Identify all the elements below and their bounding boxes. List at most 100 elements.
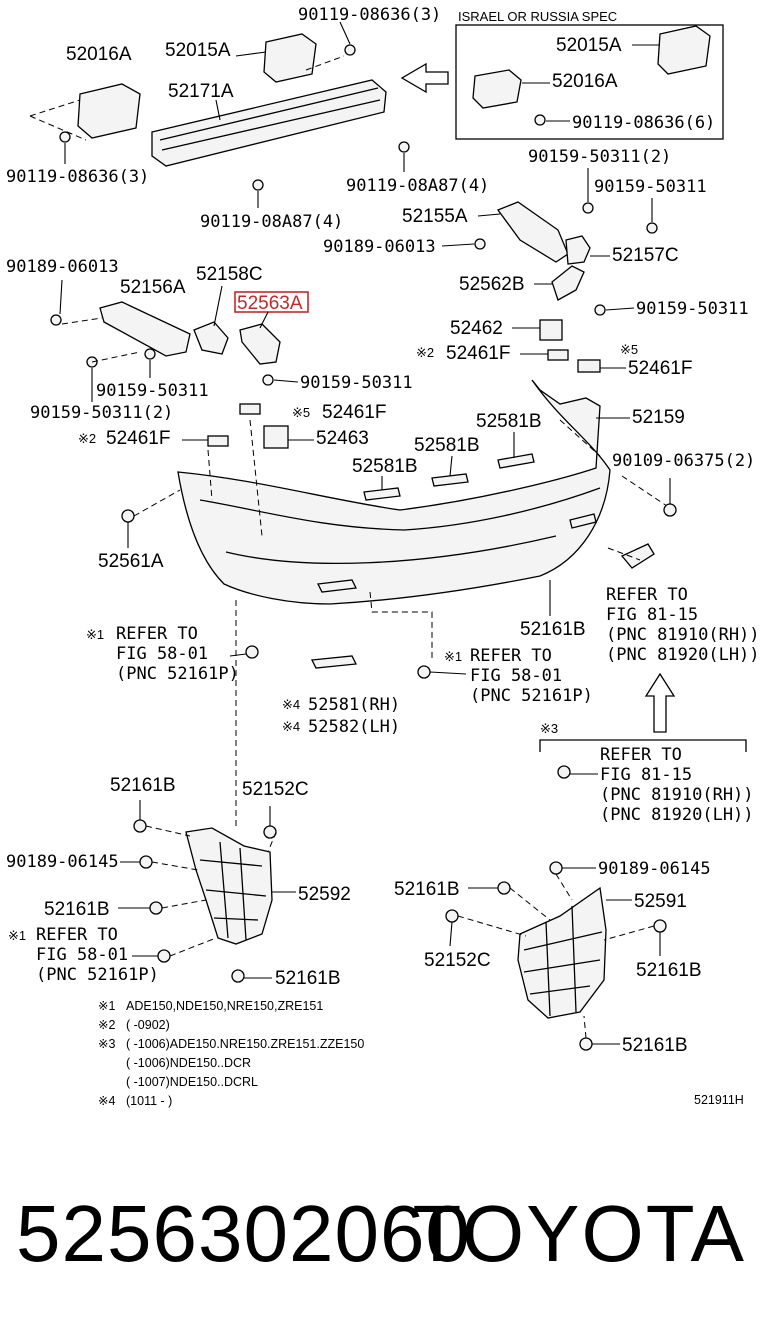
- clip-90189-r-icon: [474, 238, 486, 250]
- bracket-52157C-shape: [565, 235, 591, 265]
- label-52591[interactable]: 52591: [634, 891, 687, 912]
- label-52161B-mid[interactable]: 52161B: [520, 619, 586, 640]
- label-52161B-r2[interactable]: 52161B: [636, 960, 702, 981]
- label-inset-52015A[interactable]: 52015A: [556, 35, 622, 56]
- pnc-52161P-lower: (PNC 52161P): [36, 965, 159, 985]
- reflector-lower-r-shape: [569, 513, 597, 529]
- label-52562B[interactable]: 52562B: [459, 274, 525, 295]
- note-6-mark: ※4: [98, 1094, 115, 1108]
- clip-90189-06145-r-icon: [549, 861, 563, 875]
- mark-2-left: ※2: [78, 431, 96, 446]
- label-52016A[interactable]: 52016A: [66, 44, 132, 65]
- bolt-r1-icon: [398, 141, 410, 153]
- fig-81-15-right-2: FIG 81-15: [600, 765, 692, 785]
- mark-3: ※3: [540, 721, 558, 736]
- label-90159-50311-r1[interactable]: 90159-50311: [594, 177, 707, 197]
- label-90119-08A87-4-b[interactable]: 90119-08A87(4): [200, 212, 343, 232]
- label-52461F-mid[interactable]: 52461F: [322, 402, 386, 423]
- label-52161B-r3[interactable]: 52161B: [622, 1035, 688, 1056]
- label-52461F-left[interactable]: 52461F: [106, 428, 170, 449]
- label-52155A[interactable]: 52155A: [402, 206, 468, 227]
- pad-52463-shape: [263, 425, 289, 449]
- label-90159-50311-m2[interactable]: 90159-50311: [300, 373, 413, 393]
- clip-52161B-l2-icon: [231, 969, 245, 983]
- label-inset-52016A[interactable]: 52016A: [552, 71, 618, 92]
- pnc-81910-right-2: (PNC 81910(RH)): [600, 785, 754, 805]
- inset-box: [455, 24, 724, 140]
- label-52581-RH[interactable]: 52581(RH): [308, 695, 400, 715]
- notes-block: ※1 ADE150,NDE150,NRE150,ZRE151 ※2 ( -090…: [98, 999, 364, 1108]
- label-90159-50311-2-l[interactable]: 90159-50311(2): [30, 403, 173, 423]
- label-52461F-top[interactable]: 52461F: [446, 343, 510, 364]
- label-90119-08636-3-left[interactable]: 90119-08636(3): [6, 167, 149, 187]
- label-52161B-l2[interactable]: 52161B: [275, 968, 341, 989]
- clip-center-icon: [417, 665, 431, 679]
- clip-52161B-l1-icon: [149, 901, 163, 915]
- pnc-52161P-left: (PNC 52161P): [116, 664, 239, 684]
- mark-5-right: ※5: [620, 342, 638, 357]
- pad-52461F-right-shape: [577, 359, 601, 373]
- retainer-52563A-shape: [239, 323, 281, 365]
- label-90109-06375-2[interactable]: 90109-06375(2): [612, 451, 755, 471]
- label-52592[interactable]: 52592: [298, 884, 351, 905]
- label-52161B-r1[interactable]: 52161B: [394, 879, 460, 900]
- note-1-text: ADE150,NDE150,NRE150,ZRE151: [126, 999, 323, 1013]
- label-52015A[interactable]: 52015A: [165, 40, 231, 61]
- label-52159[interactable]: 52159: [632, 407, 685, 428]
- label-90159-50311-2-top[interactable]: 90159-50311(2): [528, 147, 671, 167]
- label-90159-50311-r2[interactable]: 90159-50311: [636, 299, 749, 319]
- note-3-text: ( -1006)ADE150.NRE150.ZRE151.ZZE150: [126, 1037, 364, 1051]
- fig-81-15-right-1: FIG 81-15: [606, 605, 698, 625]
- label-52563A[interactable]: 52563A: [237, 293, 303, 314]
- label-52158C[interactable]: 52158C: [196, 264, 263, 285]
- label-52581B-c[interactable]: 52581B: [352, 456, 418, 477]
- mark-1-center: ※1: [444, 649, 462, 664]
- label-90189-06145-l[interactable]: 90189-06145: [6, 852, 119, 872]
- note-2-mark: ※2: [98, 1018, 115, 1032]
- label-52152C-l[interactable]: 52152C: [242, 779, 309, 800]
- clip-52161B-r3-icon: [579, 1037, 593, 1051]
- reflector-52581B-a-shape: [497, 453, 535, 469]
- reflector-52581B-c-shape: [363, 487, 401, 501]
- bolt-r1b-icon: [646, 222, 658, 234]
- label-52462[interactable]: 52462: [450, 318, 503, 339]
- inset-bolt-icon: [534, 114, 546, 126]
- bracket-52155A-shape: [496, 201, 569, 263]
- bracket-52156A-shape: [99, 301, 191, 357]
- bolt-m2-icon: [262, 374, 274, 386]
- label-52561A[interactable]: 52561A: [98, 551, 164, 572]
- inset-title: ISRAEL OR RUSSIA SPEC: [458, 9, 617, 24]
- mark-2-top: ※2: [416, 345, 434, 360]
- label-52161B-l1[interactable]: 52161B: [44, 899, 110, 920]
- label-52152C-r[interactable]: 52152C: [424, 950, 491, 971]
- label-52461F-right[interactable]: 52461F: [628, 358, 692, 379]
- clip-refer-lower-icon: [157, 949, 171, 963]
- clip-52161B-r2-icon: [653, 919, 667, 933]
- label-52581B-b[interactable]: 52581B: [414, 435, 480, 456]
- clip-52161B-ml-icon: [133, 819, 147, 833]
- label-52582-LH[interactable]: 52582(LH): [308, 717, 400, 737]
- label-90189-06013-l[interactable]: 90189-06013: [6, 257, 119, 277]
- bolt-81-icon: [557, 765, 571, 779]
- arrow-left-icon: [400, 62, 449, 94]
- label-inset-90119-08636-6[interactable]: 90119-08636(6): [572, 113, 715, 133]
- label-52157C[interactable]: 52157C: [612, 245, 679, 266]
- note-1-mark: ※1: [98, 999, 115, 1013]
- label-90119-08636-3-top[interactable]: 90119-08636(3): [298, 5, 441, 25]
- label-52581B-a[interactable]: 52581B: [476, 411, 542, 432]
- pnc-81920-right-2: (PNC 81920(LH)): [600, 805, 754, 825]
- pad-52462-shape: [539, 319, 563, 341]
- label-90189-06013-r[interactable]: 90189-06013: [323, 237, 436, 257]
- label-90189-06145-r[interactable]: 90189-06145: [598, 859, 711, 879]
- label-90159-50311-m1[interactable]: 90159-50311: [96, 381, 209, 401]
- inset-bracket-52015A-shape: [657, 25, 711, 75]
- label-52156A[interactable]: 52156A: [120, 277, 186, 298]
- label-52463[interactable]: 52463: [316, 428, 369, 449]
- label-52171A[interactable]: 52171A: [168, 81, 234, 102]
- label-90119-08A87-4-a[interactable]: 90119-08A87(4): [346, 176, 489, 196]
- reflector-lower-shape: [317, 579, 357, 593]
- label-52161B-ml[interactable]: 52161B: [110, 775, 176, 796]
- brand-name: TOYOTA: [412, 1189, 746, 1278]
- note-3-mark: ※3: [98, 1037, 115, 1051]
